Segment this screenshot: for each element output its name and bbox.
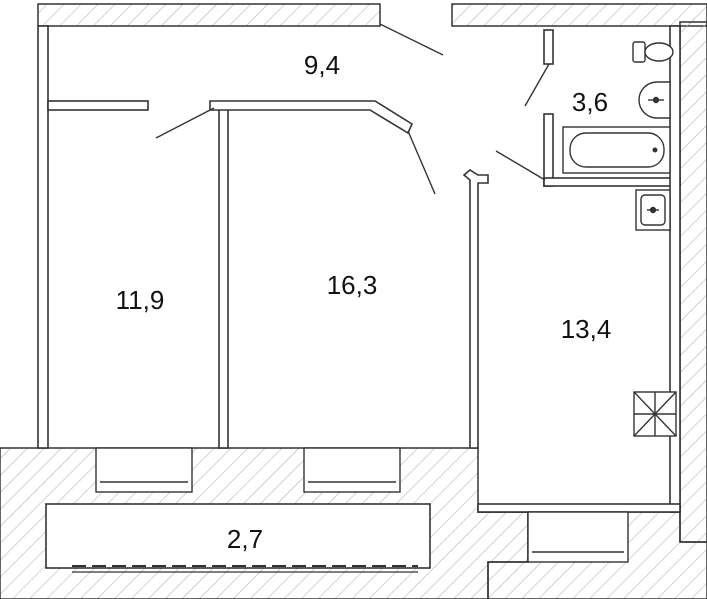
sink-icon [638, 81, 671, 119]
kitchen-sink-icon [635, 189, 671, 231]
left-wall [37, 25, 49, 449]
top-wall-left [37, 3, 381, 27]
bath-wall-upper [543, 29, 554, 65]
area-labels: 9,4 3,6 11,9 16,3 13,4 2,7 [116, 50, 612, 554]
bath-wall-lower [543, 113, 554, 187]
right-inner-wall [669, 25, 681, 513]
right-wall [679, 21, 707, 543]
toilet-icon [632, 41, 674, 63]
balcony-area: 2,7 [227, 524, 263, 554]
top-wall-right [451, 3, 707, 27]
balcony-floor [45, 503, 431, 569]
windows [95, 447, 629, 563]
living-top-wall [209, 100, 414, 135]
living-door [407, 130, 436, 195]
balcony [45, 503, 431, 573]
bathroom-door [524, 63, 550, 107]
kitchen-area: 13,4 [561, 314, 612, 344]
entry-door [379, 23, 444, 56]
bedroom-window [95, 447, 193, 493]
hallway-area: 9,4 [304, 50, 340, 80]
stove-icon [633, 391, 677, 437]
kitchen-window [527, 511, 629, 563]
living-room-area: 16,3 [327, 270, 378, 300]
kitchen-door [495, 150, 546, 181]
bedroom-top-wall [47, 100, 149, 111]
bedroom-living-wall [218, 107, 229, 449]
living-window [303, 447, 401, 493]
bedroom-area: 11,9 [116, 285, 165, 315]
bath-bottom-wall [543, 177, 681, 187]
interior-walls [37, 25, 681, 513]
doors [155, 23, 550, 485]
kitchen-left-wall [462, 169, 489, 449]
bathtub-icon [562, 126, 671, 174]
bathroom-area: 3,6 [572, 87, 608, 117]
kitchen-bottom-wall [477, 503, 681, 513]
bedroom-door [155, 107, 215, 139]
